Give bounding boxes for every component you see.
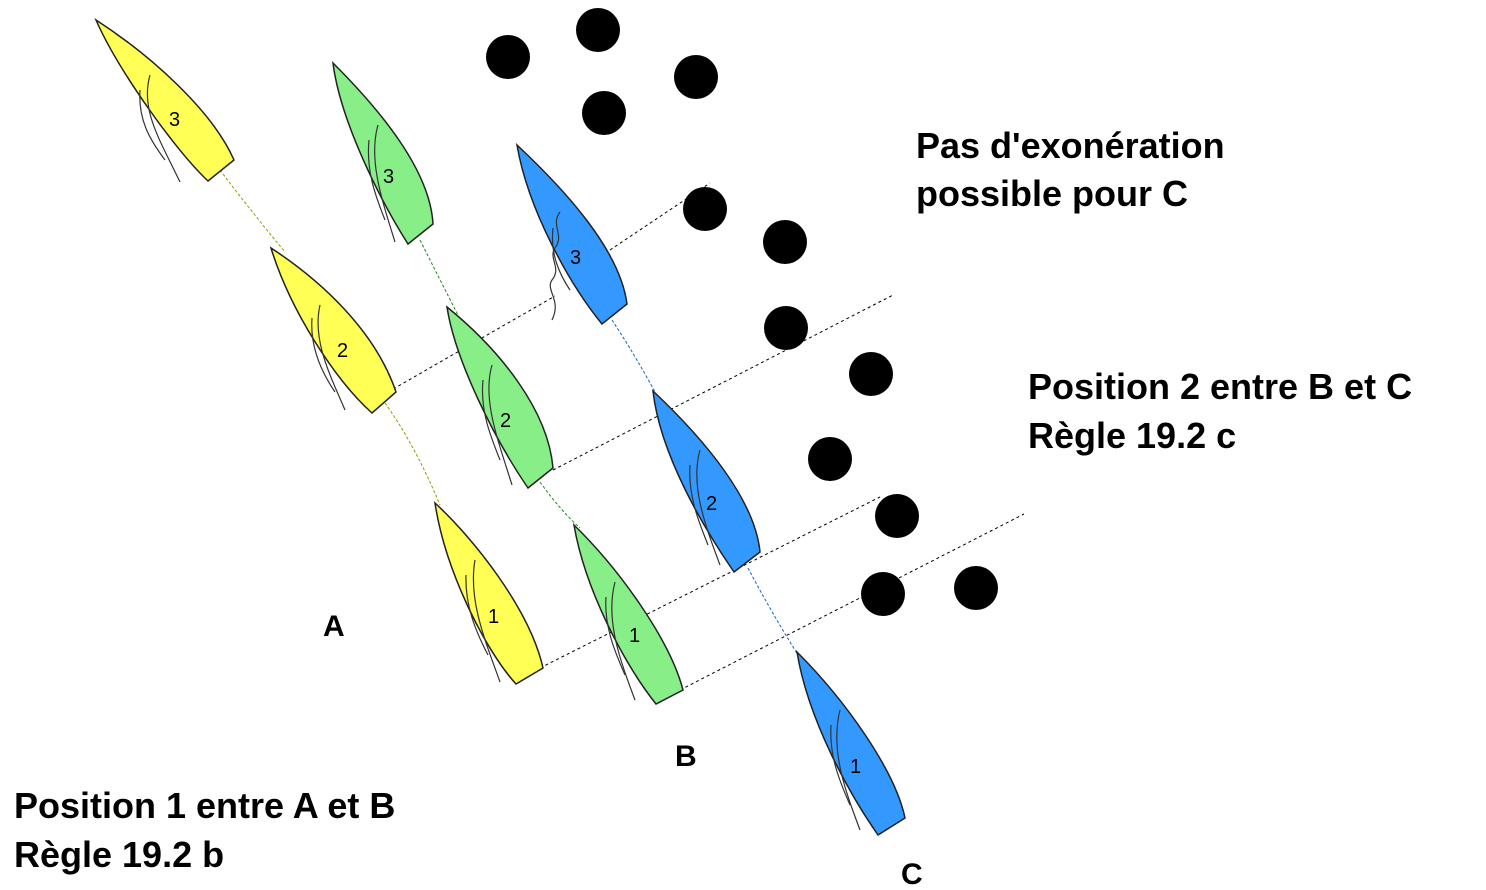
obstacle-dot [763, 220, 807, 264]
obstacle-dot [861, 572, 905, 616]
boat-label-c: C [901, 858, 923, 890]
boat-number: 3 [383, 166, 394, 188]
track-line-b [419, 239, 459, 316]
note-position2-line1: Position 2 entre B et C [1028, 366, 1412, 407]
overlap-line [552, 294, 894, 471]
note-position1-line2: Règle 19.2 b [14, 834, 224, 875]
track-line-c [611, 319, 656, 393]
boat-number: 1 [850, 756, 861, 778]
boat-c-pos-2: 2 [652, 389, 761, 574]
track-line-c [747, 567, 799, 656]
obstacle-dot [875, 494, 919, 538]
note-position1-line1: Position 1 entre A et B [14, 785, 395, 826]
obstacle-dot [486, 35, 530, 79]
boat-a-pos-1: 1 [433, 500, 544, 685]
boat-number: 3 [570, 247, 581, 269]
track-lines [219, 169, 799, 656]
boat-number: 2 [337, 340, 348, 362]
boat-c-pos-1: 1 [795, 649, 906, 837]
boat-label-b: B [675, 740, 697, 773]
obstacle-dot [582, 91, 626, 135]
boat-b-pos-3: 3 [331, 60, 434, 246]
boat-number: 1 [629, 625, 640, 647]
obstacle-dots [486, 8, 998, 616]
obstacle-dot [576, 8, 620, 52]
boat-label-a: A [323, 610, 345, 643]
boat-b-pos-1: 1 [572, 522, 684, 705]
track-line-b [539, 481, 581, 529]
obstacle-dot [683, 187, 727, 231]
boat-c-pos-3: 3 [515, 142, 628, 326]
track-line-a [384, 402, 441, 506]
overlap-line [679, 513, 1025, 691]
obstacle-dot [954, 566, 998, 610]
boat-b-pos-2: 2 [445, 305, 554, 490]
boat-a-pos-2: 2 [269, 246, 397, 415]
boat-a-pos-3: 3 [94, 18, 235, 183]
boat-number: 2 [706, 493, 717, 515]
obstacle-dot [674, 55, 718, 99]
overlap-line [609, 182, 711, 251]
note-exoneration-line1: Pas d'exonération [916, 125, 1225, 166]
boat-number: 3 [169, 109, 180, 131]
note-position2-line2: Règle 19.2 c [1028, 415, 1236, 456]
obstacle-dot [764, 306, 808, 350]
note-exoneration-line2: possible pour C [916, 173, 1188, 214]
boat-number: 1 [488, 606, 499, 628]
track-line-a [219, 169, 286, 253]
obstacle-dot [849, 352, 893, 396]
obstacle-dot [808, 437, 852, 481]
boat-number: 2 [500, 410, 511, 432]
